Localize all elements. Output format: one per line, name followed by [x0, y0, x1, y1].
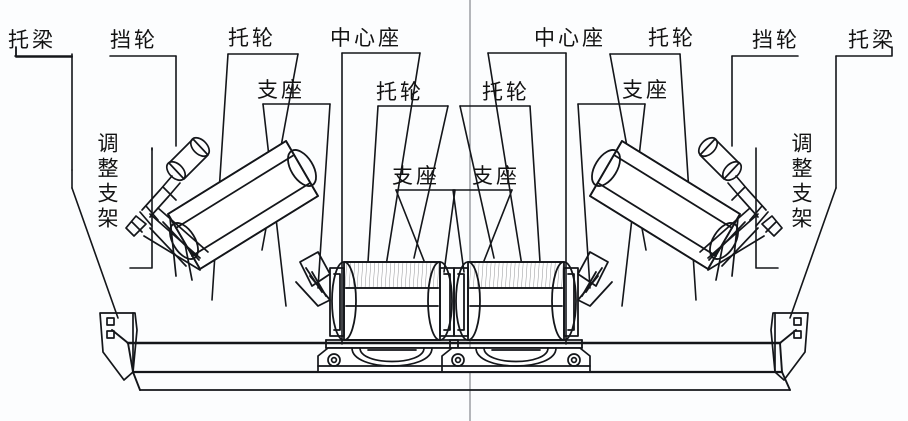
idler-roller-left-horizontal [325, 261, 459, 349]
idler-roller-left-inclined [167, 140, 331, 307]
center-seat-left [317, 347, 467, 373]
adjusting-bracket-right [697, 136, 783, 281]
label-idler-roller-left-outer: 托轮 [228, 26, 276, 50]
label-adjusting-bracket-left: 调整支架 [95, 132, 119, 232]
label-idler-roller-right-inner: 托轮 [482, 80, 530, 104]
center-seat-right [441, 347, 591, 373]
idler-roller-right-inclined [577, 140, 741, 307]
label-idler-roller-left-inner: 托轮 [376, 80, 424, 104]
beam-end-bracket-right [770, 312, 809, 381]
label-support-beam-left: 托梁 [8, 28, 56, 52]
label-bearing-seat-right-outer: 支座 [622, 78, 670, 102]
label-center-seat-left: 中心座 [330, 26, 402, 50]
label-guide-wheel-right: 挡轮 [752, 28, 800, 52]
label-adjusting-bracket-right: 调整支架 [789, 132, 813, 232]
label-bearing-seat-left-outer: 支座 [257, 78, 305, 102]
idler-roller-right-horizontal [449, 261, 583, 349]
label-bearing-seat-right-inner: 支座 [472, 164, 520, 188]
adjusting-bracket-left [125, 136, 211, 281]
label-support-beam-right: 托梁 [848, 28, 896, 52]
beam-end-bracket-left [99, 312, 138, 381]
label-bearing-seat-left-inner: 支座 [392, 164, 440, 188]
label-center-seat-right: 中心座 [534, 26, 606, 50]
label-guide-wheel-left: 挡轮 [110, 28, 158, 52]
label-idler-roller-right-outer: 托轮 [648, 26, 696, 50]
